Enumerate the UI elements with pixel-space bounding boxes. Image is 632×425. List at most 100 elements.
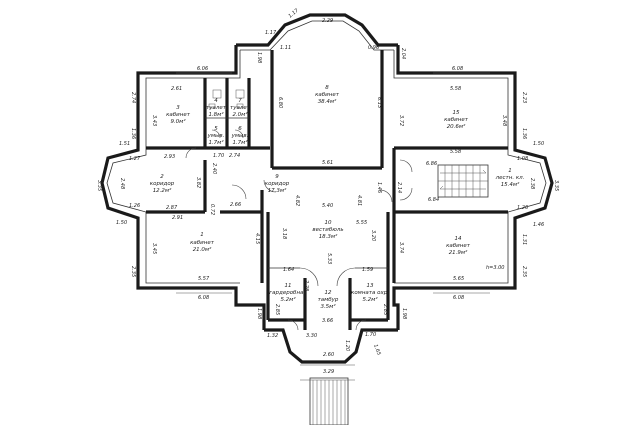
svg-text:кабинет: кабинет [190, 240, 215, 246]
svg-text:5: 5 [214, 126, 218, 132]
dim-label: 1.98 [256, 308, 262, 319]
svg-text:1.7м²: 1.7м² [232, 139, 248, 146]
dim-label: 3.30 [306, 333, 317, 339]
svg-text:кабинет: кабинет [166, 112, 191, 118]
dim-label: 2.87 [166, 205, 178, 211]
dim-label: 4.82 [294, 195, 300, 206]
dim-label: 1.17 [265, 30, 277, 36]
svg-text:18.3м²: 18.3м² [319, 233, 338, 240]
room-label-7: 7 туалет 2.0м² [230, 98, 251, 118]
svg-text:1.8м²: 1.8м² [208, 111, 224, 118]
dim-label: 3.20 [370, 230, 376, 241]
dim-label: 5.58 [450, 86, 461, 92]
dim-label: 1.31 [521, 234, 527, 245]
room-label-9: 9 коридор 17.3м² [265, 174, 290, 194]
svg-text:20.6м²: 20.6м² [447, 123, 466, 130]
svg-text:10: 10 [325, 220, 332, 226]
dim-label: 3.74 [398, 242, 404, 253]
dim-label: 0.72 [209, 204, 215, 215]
dim-label: 2.93 [164, 154, 175, 160]
dim-label: 3.66 [322, 318, 333, 324]
dim-label: 3.35 [553, 180, 559, 191]
staircase [437, 164, 489, 198]
dim-label: 1.26 [129, 203, 140, 209]
dim-label: 1.65 [372, 344, 381, 357]
dim-label: 2.40 [211, 163, 217, 174]
dim-label: 1.26 [517, 205, 528, 211]
svg-text:1: 1 [508, 168, 512, 174]
dim-label: 1.50 [116, 220, 127, 226]
dim-label: 5.65 [453, 276, 464, 282]
dim-label: 2.35 [521, 266, 527, 277]
dim-label: 6.84 [428, 197, 439, 203]
dim-label: 2.29 [322, 18, 333, 24]
svg-text:умыв.: умыв. [207, 133, 225, 139]
svg-text:гардеробная: гардеробная [269, 290, 307, 296]
interior-walls [146, 50, 508, 330]
dim-label: 2.66 [230, 202, 241, 208]
dim-label: 3.72 [398, 115, 404, 126]
svg-text:38.4м²: 38.4м² [318, 98, 337, 105]
svg-text:17.3м²: 17.3м² [268, 187, 287, 194]
dim-label: 1.32 [267, 333, 278, 339]
dim-label: 2.85 [382, 304, 388, 315]
dim-label: 2.48 [119, 178, 125, 189]
dim-label: 1.08 [517, 156, 528, 162]
entrance-steps [309, 377, 349, 425]
svg-text:коридор: коридор [150, 181, 175, 187]
svg-text:1: 1 [200, 232, 204, 238]
svg-text:5.2м²: 5.2м² [280, 296, 296, 303]
room-label-6: 6 умыв. 1.7м² [231, 126, 249, 146]
dim-label: 1.50 [533, 141, 544, 147]
dim-label: 4.81 [356, 195, 362, 206]
svg-text:3.5м²: 3.5м² [320, 303, 336, 310]
svg-text:15.4м²: 15.4м² [501, 181, 520, 188]
svg-text:комната охр.: комната охр. [351, 290, 389, 296]
dim-label: 2.91 [172, 215, 183, 221]
dim-label: 3.45 [151, 243, 157, 254]
dim-label: 1.11 [280, 45, 291, 51]
dim-label: 5.55 [356, 220, 367, 226]
dim-label: 1.59 [362, 267, 373, 273]
svg-text:14: 14 [455, 236, 462, 242]
ceiling-height-note: h=3.00 [486, 265, 505, 271]
outer-walls [100, 13, 554, 364]
dim-label: 6.86 [426, 161, 437, 167]
svg-text:12.2м²: 12.2м² [153, 187, 172, 194]
dim-label: 1.70 [213, 153, 224, 159]
svg-text:вестибюль: вестибюль [312, 227, 343, 233]
svg-text:4: 4 [214, 98, 218, 104]
dim-label: 3.48 [501, 115, 507, 126]
doors [185, 89, 413, 331]
dim-label: 6.08 [453, 295, 464, 301]
dim-label: 2.61 [171, 86, 182, 92]
svg-text:3: 3 [176, 105, 180, 111]
dim-label: 1.27 [129, 156, 141, 162]
dim-label: 1.64 [283, 267, 294, 273]
room-label-3: 3 кабинет 9.0м² [166, 105, 191, 125]
dim-label: 5.61 [322, 160, 333, 166]
svg-text:кабинет: кабинет [444, 117, 469, 123]
room-label-13: 13 комната охр. 5.2м² [351, 283, 389, 303]
svg-text:туалет: туалет [230, 105, 251, 111]
room-label-11: 11 гардеробная 5.2м² [269, 283, 307, 303]
svg-text:7: 7 [238, 98, 242, 104]
svg-text:5.2м²: 5.2м² [362, 296, 378, 303]
dim-label: 2.23 [521, 92, 527, 103]
room-label-14: 14 кабинет 21.9м² [446, 236, 471, 256]
dim-label: 2.04 [400, 48, 406, 59]
dim-label: 1.17 [287, 7, 300, 19]
svg-text:2: 2 [160, 174, 164, 180]
dim-label: 3.35 [96, 180, 102, 191]
dim-label: 5.57 [198, 276, 210, 282]
room-label-2: 2 коридор 12.2м² [150, 174, 175, 194]
dim-label: 2.74 [130, 92, 136, 103]
svg-text:6: 6 [238, 126, 242, 132]
dim-label: 5.58 [450, 149, 461, 155]
room-label-10: 10 вестибюль 18.3м² [312, 220, 343, 240]
svg-text:кабинет: кабинет [446, 243, 471, 249]
svg-text:12: 12 [325, 290, 332, 296]
dim-label: 1.98 [256, 52, 262, 63]
room-label-stair: 1 лестн. кл. 15.4м² [495, 168, 525, 188]
